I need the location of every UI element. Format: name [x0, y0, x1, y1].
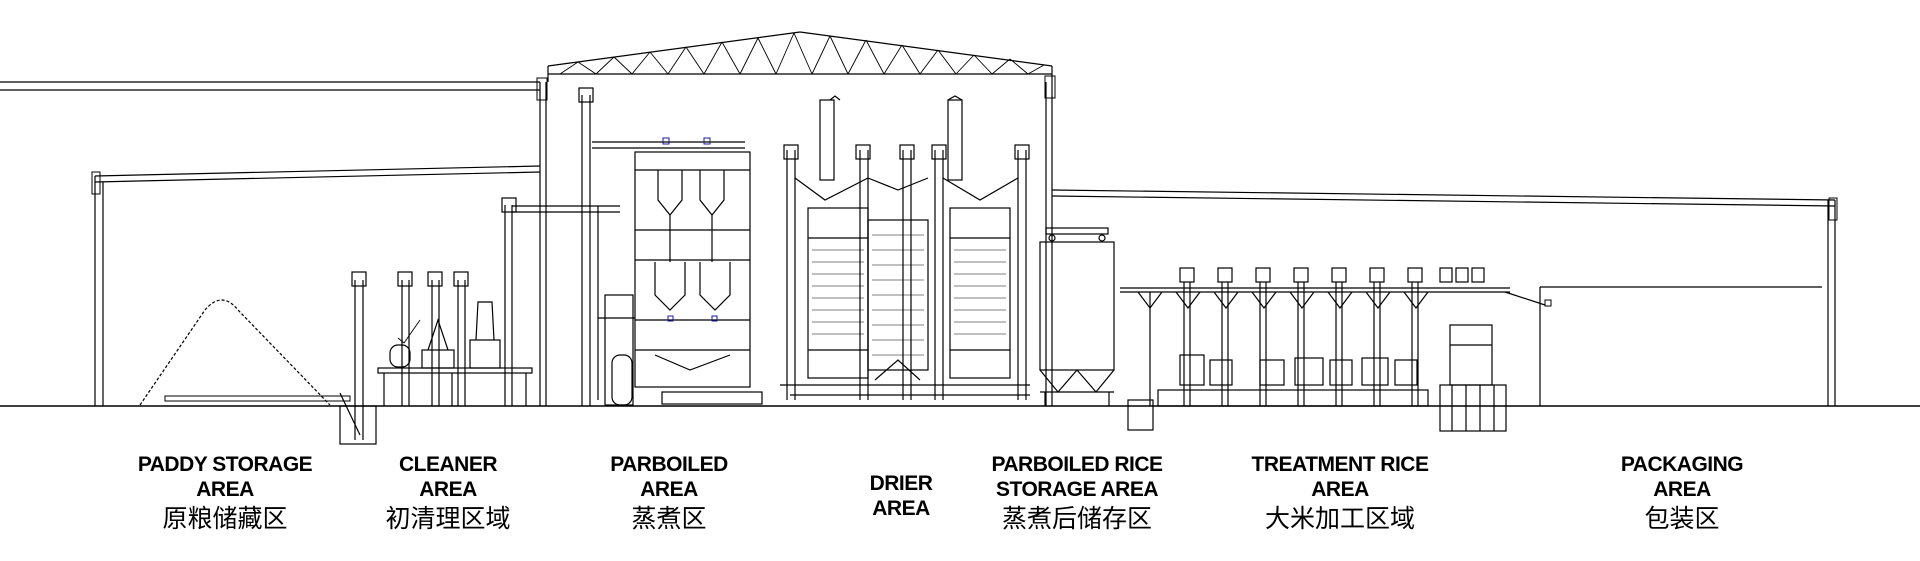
- label-cn: 蒸煮后储存区: [1001, 504, 1152, 533]
- drier-equipment: [780, 95, 1030, 400]
- drier-area-label: DRIER AREA: [870, 471, 933, 521]
- label-en-line2: AREA: [196, 478, 254, 501]
- label-cn: 原粮储藏区: [162, 504, 288, 533]
- storage-silo: [1039, 227, 1154, 431]
- treatment-rice-area-label: TREATMENT RICE AREA 大米加工区域: [1252, 452, 1429, 535]
- label-cn: 蒸煮区: [631, 504, 707, 533]
- label-cn: 初清理区域: [385, 504, 511, 533]
- label-en-line1: PACKAGING: [1620, 453, 1744, 476]
- label-en-line2: AREA: [1311, 478, 1369, 501]
- cleaner-area-label: CLEANER AREA 初清理区域: [385, 452, 510, 535]
- parboiled-rice-storage-area-label: PARBOILED RICE STORAGE AREA 蒸煮后储存区: [991, 452, 1163, 535]
- cleaner-equipment: [377, 197, 620, 406]
- packaging-area-label: PACKAGING AREA 包装区: [1620, 452, 1744, 535]
- label-en-line2: AREA: [1653, 478, 1711, 501]
- label-en-line1: DRIER: [869, 472, 933, 495]
- parboiling-equipment: [578, 87, 763, 406]
- label-en-line2: STORAGE AREA: [995, 478, 1159, 501]
- label-en-line2: AREA: [872, 497, 930, 520]
- label-en-line2: AREA: [419, 478, 477, 501]
- packaging-room: [1544, 299, 1552, 307]
- paddy-storage-area-label: PADDY STORAGE AREA 原粮储藏区: [137, 452, 313, 535]
- label-en-line1: PARBOILED RICE: [991, 453, 1163, 476]
- label-cn: 包装区: [1644, 504, 1720, 533]
- label-en-line1: PADDY STORAGE: [137, 453, 313, 476]
- treatment-equipment: [1120, 267, 1546, 432]
- label-cn: 大米加工区域: [1264, 504, 1415, 533]
- building-outline: [0, 31, 1838, 406]
- label-en-line1: CLEANER: [398, 453, 498, 476]
- label-en-line1: TREATMENT RICE: [1251, 453, 1429, 476]
- label-en-line1: PARBOILED: [610, 453, 728, 476]
- parboiled-area-label: PARBOILED AREA 蒸煮区: [610, 452, 728, 535]
- paddy-pile: [139, 271, 377, 445]
- label-en-line2: AREA: [640, 478, 698, 501]
